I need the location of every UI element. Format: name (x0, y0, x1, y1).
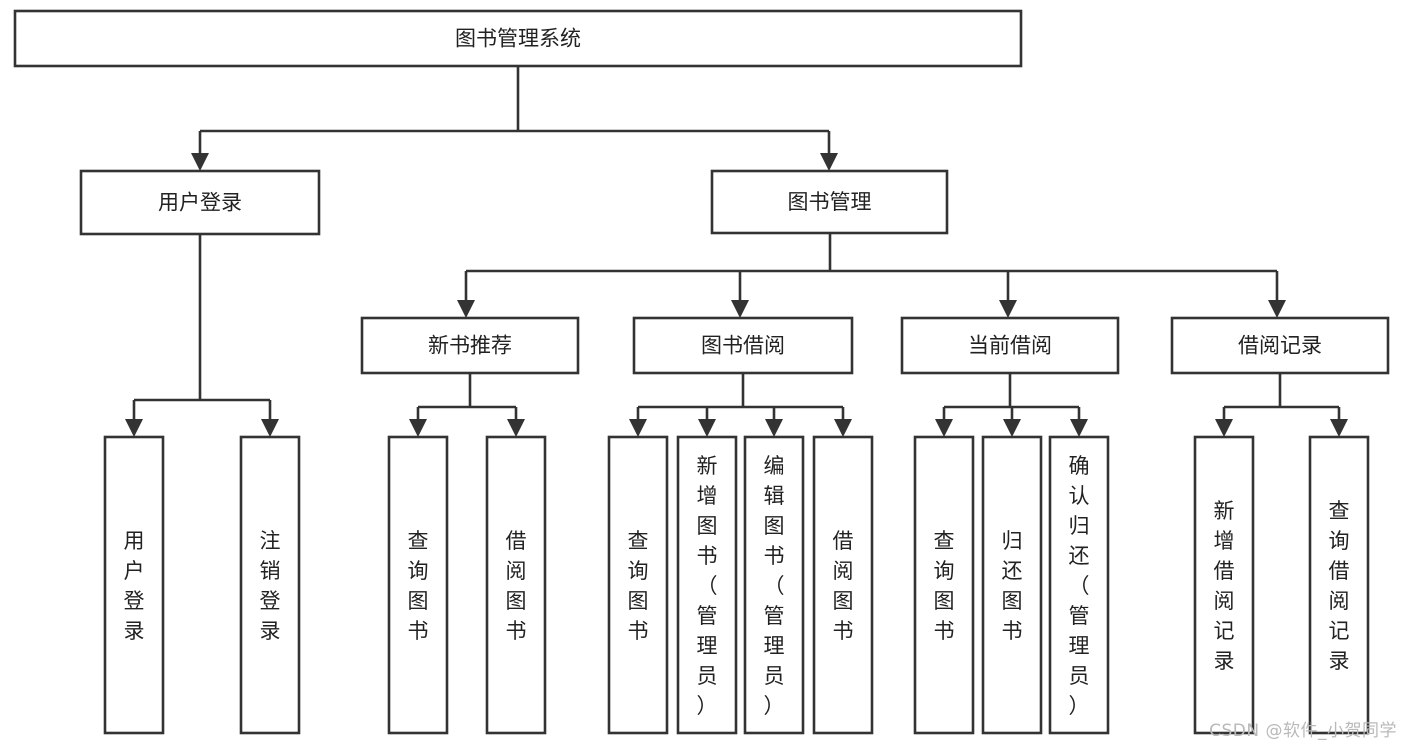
node-label-leaf-return-book: 归还图书 (1002, 529, 1023, 643)
node-label-leaf-query-borrow-record: 查询借阅记录 (1329, 499, 1350, 673)
node-borrow-record[interactable]: 借阅记录 (1170, 316, 1390, 375)
node-label-user-login: 用户登录 (158, 191, 242, 215)
node-label-leaf-query-book-borrow: 查询图书 (628, 529, 649, 643)
edges-layer (125, 66, 1348, 437)
node-box-borrow-record[interactable] (1170, 316, 1390, 375)
node-leaf-query-borrow-record[interactable]: 查询借阅记录 (1308, 435, 1370, 735)
node-box-leaf-query-borrow-record[interactable] (1308, 435, 1370, 735)
node-label-leaf-query-book-current: 查询图书 (934, 529, 955, 643)
csdn-watermark: CSDN @软件_小贺同学 (1209, 721, 1397, 741)
node-root[interactable]: 图书管理系统 (13, 9, 1023, 68)
arrow-head-icon (1330, 419, 1348, 437)
arrow-head-icon (261, 419, 279, 437)
node-box-leaf-query-book-current[interactable] (913, 435, 975, 735)
node-leaf-user-login[interactable]: 用户登录 (103, 435, 165, 735)
arrow-head-icon (834, 419, 852, 437)
node-label-leaf-user-login: 用户登录 (124, 529, 145, 643)
node-box-user-login[interactable] (79, 169, 321, 236)
node-label-current-borrow: 当前借阅 (968, 334, 1052, 358)
node-label-book-borrow: 图书借阅 (701, 334, 785, 358)
node-leaf-query-book-borrow[interactable]: 查询图书 (607, 435, 669, 735)
node-leaf-query-book-recommend[interactable]: 查询图书 (387, 435, 449, 735)
node-label-new-book-recommend: 新书推荐 (428, 334, 512, 358)
node-box-current-borrow[interactable] (900, 316, 1120, 375)
arrow-head-icon (629, 419, 647, 437)
node-box-book-manage[interactable] (710, 169, 949, 235)
node-box-leaf-confirm-return-admin[interactable] (1048, 435, 1110, 735)
node-leaf-add-borrow-record[interactable]: 新增借阅记录 (1193, 435, 1255, 735)
node-label-leaf-query-book-recommend: 查询图书 (408, 529, 429, 643)
node-box-leaf-edit-book-admin[interactable] (743, 435, 805, 735)
node-label-leaf-borrow-book-recommend: 借阅图书 (506, 529, 527, 643)
node-label-leaf-edit-book-admin: 编辑图书（管理员） (764, 454, 785, 718)
node-box-leaf-return-book[interactable] (981, 435, 1043, 735)
node-leaf-return-book[interactable]: 归还图书 (981, 435, 1043, 735)
arrow-head-icon (731, 300, 749, 318)
nodes-layer: 图书管理系统用户登录图书管理新书推荐图书借阅当前借阅借阅记录用户登录注销登录查询… (13, 9, 1390, 735)
arrow-head-icon (698, 419, 716, 437)
node-box-book-borrow[interactable] (632, 316, 854, 375)
node-box-leaf-query-book-borrow[interactable] (607, 435, 669, 735)
arrow-head-icon (125, 419, 143, 437)
arrow-head-icon (999, 300, 1017, 318)
arrow-head-icon (1070, 419, 1088, 437)
node-label-borrow-record: 借阅记录 (1238, 334, 1322, 358)
node-label-leaf-add-book-admin: 新增图书（管理员） (697, 454, 718, 718)
node-box-leaf-add-book-admin[interactable] (676, 435, 738, 735)
node-label-root: 图书管理系统 (455, 27, 581, 51)
arrow-head-icon (409, 419, 427, 437)
arrow-head-icon (765, 419, 783, 437)
node-leaf-query-book-current[interactable]: 查询图书 (913, 435, 975, 735)
node-box-leaf-query-book-recommend[interactable] (387, 435, 449, 735)
node-book-borrow[interactable]: 图书借阅 (632, 316, 854, 375)
node-label-leaf-confirm-return-admin: 确认归还（管理员） (1069, 454, 1090, 718)
arrow-head-icon (1268, 300, 1286, 318)
node-leaf-add-book-admin[interactable]: 新增图书（管理员） (676, 435, 738, 735)
node-current-borrow[interactable]: 当前借阅 (900, 316, 1120, 375)
node-label-leaf-add-borrow-record: 新增借阅记录 (1214, 499, 1235, 673)
node-book-manage[interactable]: 图书管理 (710, 169, 949, 235)
node-box-leaf-borrow-book-recommend[interactable] (485, 435, 547, 735)
node-box-new-book-recommend[interactable] (360, 316, 580, 375)
node-box-leaf-add-borrow-record[interactable] (1193, 435, 1255, 735)
node-label-leaf-user-logout: 注销登录 (260, 529, 281, 643)
node-label-book-manage: 图书管理 (788, 190, 872, 214)
node-leaf-confirm-return-admin[interactable]: 确认归还（管理员） (1048, 435, 1110, 735)
arrow-head-icon (1215, 419, 1233, 437)
node-box-root[interactable] (13, 9, 1023, 68)
arrow-head-icon (935, 419, 953, 437)
node-leaf-borrow-book-recommend[interactable]: 借阅图书 (485, 435, 547, 735)
arrow-head-icon (457, 300, 475, 318)
node-box-leaf-user-logout[interactable] (239, 435, 301, 735)
node-leaf-edit-book-admin[interactable]: 编辑图书（管理员） (743, 435, 805, 735)
arrow-head-icon (820, 153, 838, 171)
arrow-head-icon (1003, 419, 1021, 437)
node-label-leaf-borrow-book: 借阅图书 (833, 529, 854, 643)
node-user-login[interactable]: 用户登录 (79, 169, 321, 236)
node-new-book-recommend[interactable]: 新书推荐 (360, 316, 580, 375)
node-leaf-user-logout[interactable]: 注销登录 (239, 435, 301, 735)
arrow-head-icon (507, 419, 525, 437)
node-box-leaf-user-login[interactable] (103, 435, 165, 735)
node-leaf-borrow-book[interactable]: 借阅图书 (812, 435, 874, 735)
node-box-leaf-borrow-book[interactable] (812, 435, 874, 735)
arrow-head-icon (191, 153, 209, 171)
